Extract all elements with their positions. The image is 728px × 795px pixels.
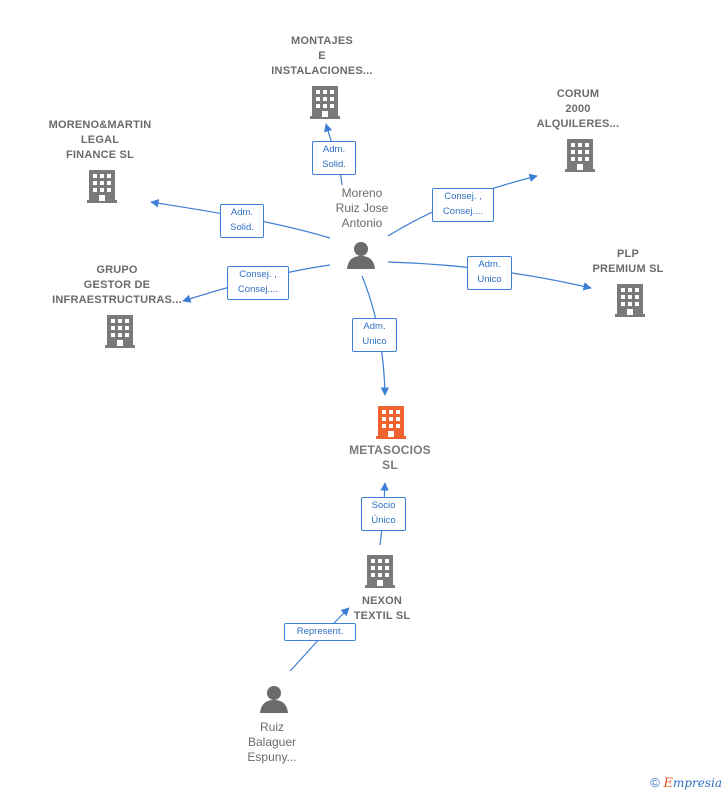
building-icon[interactable]: [86, 168, 118, 204]
relation-label[interactable]: Consej. , Consej....: [227, 266, 289, 300]
building-icon-highlighted[interactable]: [375, 404, 407, 440]
relation-label[interactable]: Adm. Unico: [467, 256, 512, 290]
building-icon[interactable]: [104, 313, 136, 349]
building-icon[interactable]: [564, 137, 596, 173]
node-label-metasocios[interactable]: METASOCIOS SL: [349, 443, 431, 472]
node-label-moreno-ruiz[interactable]: Moreno Ruiz Jose Antonio: [335, 186, 389, 230]
relation-label[interactable]: Adm. Solid.: [220, 204, 264, 238]
building-icon[interactable]: [364, 553, 396, 589]
relation-label[interactable]: Consej. , Consej....: [432, 188, 494, 222]
node-label-plp[interactable]: PLP PREMIUM SL: [592, 248, 664, 275]
node-label-ruiz-balaguer[interactable]: Ruiz Balaguer Espuny...: [247, 720, 297, 764]
copyright-watermark: © Empresia: [650, 775, 722, 791]
relation-label[interactable]: Adm. Unico: [352, 318, 397, 352]
relation-label[interactable]: Represent.: [284, 623, 356, 641]
node-label-montajes[interactable]: MONTAJES E INSTALACIONES...: [271, 35, 373, 77]
relation-label[interactable]: Socio Único: [361, 497, 406, 531]
person-icon[interactable]: [346, 240, 376, 270]
node-label-nexon[interactable]: NEXON TEXTIL SL: [353, 595, 411, 622]
building-icon[interactable]: [309, 84, 341, 120]
node-label-corum[interactable]: CORUM 2000 ALQUILERES...: [536, 88, 620, 130]
person-icon[interactable]: [259, 684, 289, 714]
relation-label[interactable]: Adm. Solid.: [312, 141, 356, 175]
brand-logo-text: mpresia: [672, 776, 722, 790]
building-icon[interactable]: [614, 282, 646, 318]
node-label-moreno-martin[interactable]: MORENO&MARTIN LEGAL FINANCE SL: [48, 119, 152, 161]
brand-logo-initial: E: [663, 776, 673, 791]
node-label-grupo[interactable]: GRUPO GESTOR DE INFRAESTRUCTURAS...: [52, 264, 182, 306]
copyright-symbol: ©: [650, 775, 660, 790]
